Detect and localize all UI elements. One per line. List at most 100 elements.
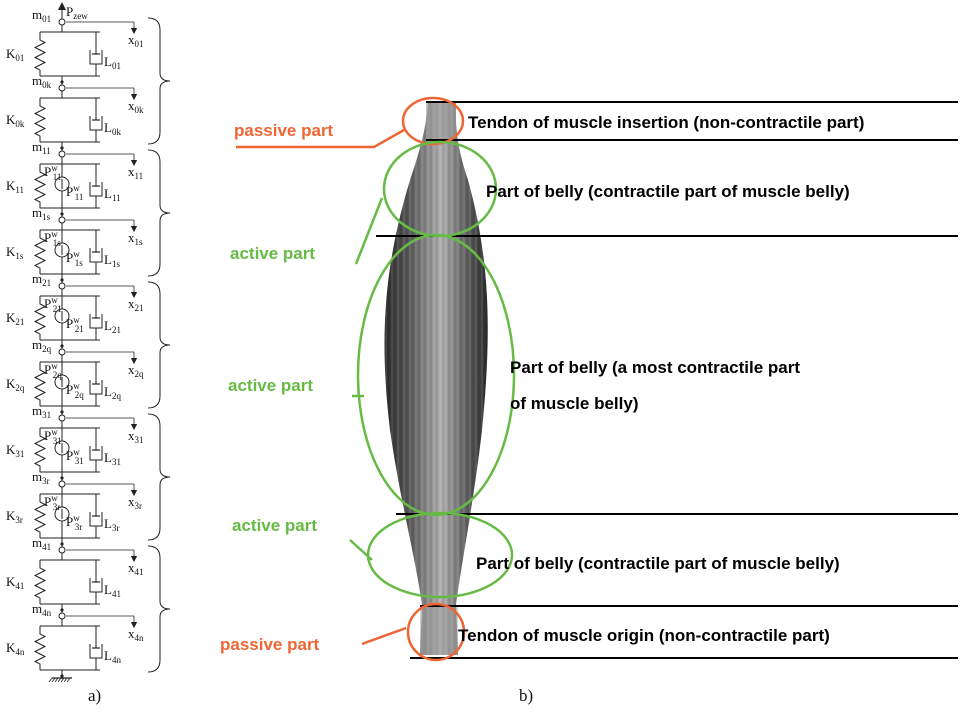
spring-element	[35, 32, 45, 76]
belly-lower-text: Part of belly (contractile part of muscl…	[476, 554, 840, 573]
mass-node	[59, 349, 65, 355]
displacement-label: x21	[128, 296, 144, 313]
junction-dot	[60, 608, 63, 611]
displacement-label: x31	[128, 428, 144, 445]
active-part-label-lower: active part	[232, 516, 317, 535]
spring-label: K11	[6, 178, 24, 195]
model-segment	[35, 349, 134, 415]
spring-label: K0k	[6, 112, 25, 129]
model-segment	[35, 217, 134, 283]
belly-upper-text: Part of belly (contractile part of muscl…	[486, 182, 850, 201]
junction-dot	[60, 344, 63, 347]
spring-element	[35, 98, 45, 142]
mass-node	[59, 547, 65, 553]
damper-label: L31	[104, 450, 121, 467]
spring-label: K21	[6, 310, 24, 327]
junction-dot	[60, 80, 63, 83]
model-segment	[35, 19, 134, 85]
model-segment	[35, 85, 134, 151]
group-brace	[148, 18, 170, 144]
tendon-insertion-text: Tendon of muscle insertion (non-contract…	[468, 113, 864, 132]
spring-label: K4n	[6, 640, 25, 657]
passive-part-label-bottom: passive part	[220, 635, 320, 654]
displacement-label: x01	[128, 32, 144, 49]
mass-node	[59, 613, 65, 619]
mass-node	[59, 481, 65, 487]
active-part-label-upper: active part	[230, 244, 315, 263]
model-segment	[35, 151, 134, 217]
active-force-bottom-label: Pw3r	[66, 513, 82, 532]
panel-b-caption: b)	[519, 686, 533, 705]
spring-label: K1s	[6, 244, 24, 261]
junction-dot	[60, 410, 63, 413]
spring-label: K01	[6, 46, 24, 63]
group-brace	[148, 414, 170, 540]
model-segment	[35, 613, 134, 679]
model-segment	[35, 547, 134, 613]
displacement-label: x1s	[128, 230, 143, 247]
belly-middle-text-line1: Part of belly (a most contractile part	[510, 358, 800, 377]
spring-element	[35, 626, 45, 670]
junction-dot	[60, 542, 63, 545]
external-force-label: Pzew	[66, 4, 88, 21]
displacement-label: x4n	[128, 626, 144, 643]
model-segment	[35, 481, 134, 547]
pointer-passive-bottom	[362, 628, 406, 644]
junction-dot	[60, 278, 63, 281]
displacement-label: x41	[128, 560, 144, 577]
segment-group-braces	[148, 18, 170, 672]
group-brace	[148, 282, 170, 408]
panel-a-caption: a)	[88, 686, 101, 705]
spring-label: K3r	[6, 508, 23, 525]
damper-label: L2q	[104, 384, 121, 401]
junction-dot	[60, 212, 63, 215]
mass-node	[59, 151, 65, 157]
damper-label: L3r	[104, 516, 119, 533]
mass-node	[59, 415, 65, 421]
junction-dot	[60, 476, 63, 479]
mass-node	[59, 19, 65, 25]
displacement-label: x3r	[128, 494, 142, 511]
damper-label: L11	[104, 186, 121, 203]
passive-part-label-top: passive part	[234, 121, 334, 140]
displacement-label: x2q	[128, 362, 144, 379]
damper-label: L0k	[104, 120, 121, 137]
spring-label: K2q	[6, 376, 25, 393]
belly-middle-text-line2: of muscle belly)	[510, 394, 638, 413]
pointer-active-upper	[356, 198, 382, 264]
muscle-illustration	[384, 102, 487, 655]
damper-label: L01	[104, 54, 121, 71]
tendon-bottom-shade	[420, 607, 458, 655]
mass-node	[59, 217, 65, 223]
damper-label: L4n	[104, 648, 121, 665]
spring-label: K41	[6, 574, 24, 591]
mass-node	[59, 283, 65, 289]
displacement-label: x0k	[128, 98, 144, 115]
junction-dot	[60, 146, 63, 149]
model-segment	[35, 415, 134, 481]
model-segment	[35, 283, 134, 349]
group-brace	[148, 546, 170, 672]
muscle-fiber-texture	[384, 102, 487, 655]
damper-label: L21	[104, 318, 121, 335]
damper-label: L1s	[104, 252, 120, 269]
spring-element	[35, 560, 45, 604]
tendon-origin-text: Tendon of muscle origin (non-contractile…	[458, 626, 830, 645]
mass-node	[59, 85, 65, 91]
spring-label: K31	[6, 442, 24, 459]
group-brace	[148, 150, 170, 276]
displacement-label: x11	[128, 164, 143, 181]
active-part-label-middle: active part	[228, 376, 313, 395]
tendon-top-shade	[426, 102, 456, 140]
